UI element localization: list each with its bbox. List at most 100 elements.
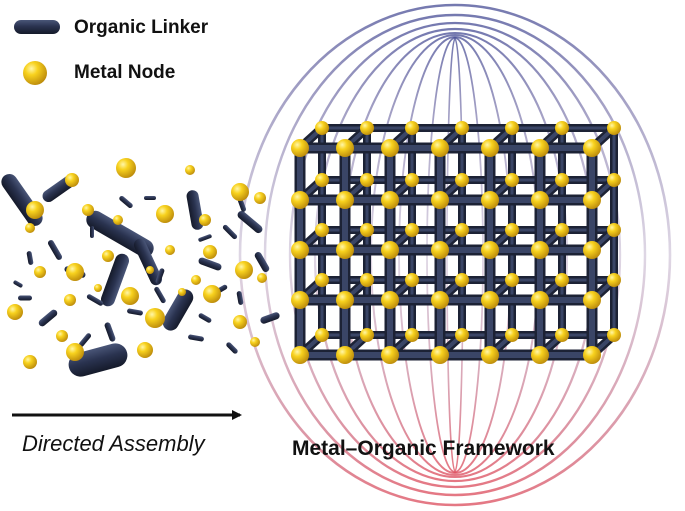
metal-node: [481, 291, 499, 309]
scattered-linker-body: [254, 252, 270, 272]
scattered-linker-body: [127, 308, 143, 316]
scattered-node: [203, 285, 221, 303]
scattered-linker: [155, 268, 165, 284]
metal-node: [291, 346, 309, 364]
scattered-linker: [119, 195, 133, 209]
scattered-linker: [38, 309, 58, 327]
scattered-linker: [86, 294, 104, 306]
scattered-linker: [1, 173, 43, 227]
legend-node-symbol: [23, 61, 47, 85]
scattered-linker-body: [226, 342, 238, 354]
scattered-node: [165, 245, 175, 255]
scattered-node: [156, 205, 174, 223]
scattered-node: [7, 304, 23, 320]
metal-node: [360, 223, 374, 237]
scattered-node: [94, 284, 102, 292]
scattered-node: [56, 330, 68, 342]
metal-node: [455, 273, 469, 287]
metal-node: [505, 223, 519, 237]
metal-node: [505, 273, 519, 287]
scattered-node: [233, 315, 247, 329]
scattered-linker: [237, 210, 263, 234]
scattered-node: [203, 245, 217, 259]
scattered-node: [82, 204, 94, 216]
metal-node: [315, 273, 329, 287]
scattered-linker-body: [237, 210, 263, 234]
metal-node: [315, 223, 329, 237]
metal-node: [431, 139, 449, 157]
metal-node: [336, 346, 354, 364]
scattered-linker-body: [155, 268, 165, 284]
scattered-linker-body: [26, 251, 34, 265]
metal-node: [336, 191, 354, 209]
scattered-linker: [198, 234, 212, 242]
scattered-linker-body: [144, 196, 156, 200]
metal-node: [405, 173, 419, 187]
scattered-linker-body: [198, 313, 212, 323]
metal-node: [336, 139, 354, 157]
metal-node: [455, 173, 469, 187]
metal-node: [291, 191, 309, 209]
metal-node: [291, 241, 309, 259]
metal-node: [583, 291, 601, 309]
scattered-node: [235, 261, 253, 279]
scattered-node: [191, 275, 201, 285]
metal-node: [455, 328, 469, 342]
scattered-linker-body: [119, 195, 133, 209]
metal-node: [315, 121, 329, 135]
scattered-node: [23, 355, 37, 369]
metal-node: [381, 241, 399, 259]
scattered-linker: [260, 312, 280, 324]
metal-node: [291, 139, 309, 157]
metal-node: [607, 328, 621, 342]
scattered-linker: [144, 196, 156, 200]
metal-node: [555, 121, 569, 135]
metal-node: [505, 328, 519, 342]
metal-node: [336, 241, 354, 259]
scattered-linker-body: [38, 309, 58, 327]
scattered-linker-body: [100, 253, 130, 307]
scattered-linker: [18, 295, 32, 301]
legend-node-label: Metal Node: [74, 62, 176, 83]
scattered-linker: [78, 333, 92, 347]
metal-node: [336, 291, 354, 309]
metal-node: [405, 121, 419, 135]
scattered-node: [102, 250, 114, 262]
metal-node: [381, 291, 399, 309]
metal-node: [360, 273, 374, 287]
scattered-linker-body: [198, 234, 212, 242]
scattered-node: [137, 342, 153, 358]
field-line: [288, 21, 622, 489]
scattered-node: [34, 266, 46, 278]
scattered-node: [199, 214, 211, 226]
metal-node: [481, 346, 499, 364]
metal-node: [531, 291, 549, 309]
scattered-linker: [133, 238, 163, 286]
scattered-node: [145, 308, 165, 328]
metal-node: [555, 223, 569, 237]
metal-node: [583, 241, 601, 259]
scattered-linker: [90, 226, 94, 238]
scattered-linker: [127, 308, 143, 316]
scattered-linker: [188, 334, 204, 342]
metal-node: [431, 346, 449, 364]
scattered-linker: [162, 289, 194, 331]
scattered-components: [1, 158, 280, 377]
metal-node: [315, 173, 329, 187]
metal-node: [381, 191, 399, 209]
scattered-linker: [198, 257, 222, 271]
metal-node: [360, 328, 374, 342]
scattered-linker-body: [237, 198, 247, 212]
metal-node: [607, 121, 621, 135]
scattered-node: [231, 183, 249, 201]
metal-node: [431, 241, 449, 259]
scattered-linker-body: [1, 173, 43, 227]
metal-node: [607, 223, 621, 237]
scattered-node: [25, 223, 35, 233]
scattered-linker: [154, 286, 166, 304]
legend-linker-symbol: [14, 20, 60, 34]
metal-node: [531, 191, 549, 209]
scattered-node: [185, 165, 195, 175]
scattered-linker: [26, 251, 34, 265]
metal-node: [555, 273, 569, 287]
